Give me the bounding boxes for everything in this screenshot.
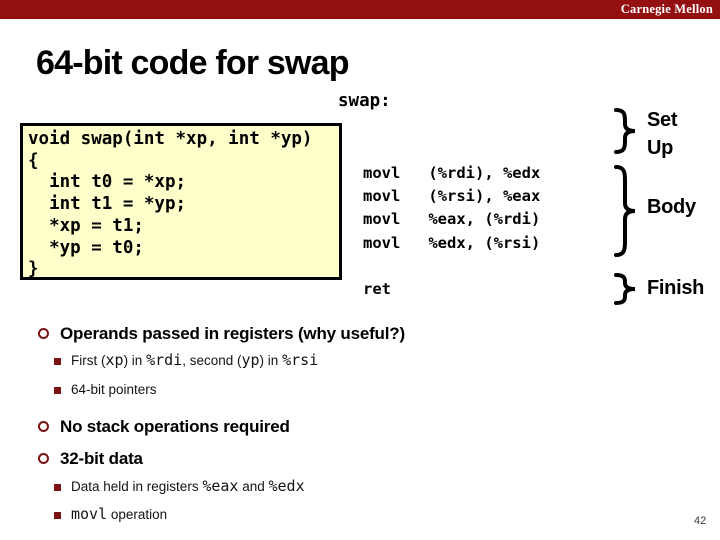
circle-bullet-icon xyxy=(38,328,49,339)
bullet-64bit-pointers: 64-bit pointers xyxy=(54,382,157,397)
bullet-text: No stack operations required xyxy=(60,417,290,436)
square-bullet-icon xyxy=(54,358,61,365)
square-bullet-icon xyxy=(54,387,61,394)
bullet-no-stack: No stack operations required xyxy=(38,417,290,437)
bullet-text: 32-bit data xyxy=(60,449,143,468)
page-number: 42 xyxy=(694,515,707,527)
bullet-first-second-registers: First (xp) in %rdi, second (yp) in %rsi xyxy=(54,353,318,368)
label-set-up: Set Up xyxy=(647,106,678,162)
header-bar: Carnegie Mellon xyxy=(0,0,720,19)
label-finish: Finish xyxy=(647,277,705,299)
brace-body-icon xyxy=(614,165,636,257)
bullet-text: movl operation xyxy=(71,505,168,523)
bullet-text: First (xp) in %rdi, second (yp) in %rsi xyxy=(71,351,319,369)
circle-bullet-icon xyxy=(38,453,49,464)
page-title: 64-bit code for swap xyxy=(36,44,350,82)
square-bullet-icon xyxy=(54,484,61,491)
square-bullet-icon xyxy=(54,512,61,519)
label-body: Body xyxy=(647,196,696,218)
c-code-box: void swap(int *xp, int *yp) { int t0 = *… xyxy=(20,123,342,280)
c-code-text: void swap(int *xp, int *yp) { int t0 = *… xyxy=(28,129,313,280)
brand-text: Carnegie Mellon xyxy=(620,2,713,16)
circle-bullet-icon xyxy=(38,421,49,432)
brace-set-up-icon xyxy=(614,108,636,154)
brace-finish-icon xyxy=(614,273,636,305)
bullet-text: 64-bit pointers xyxy=(71,382,157,397)
label-up: Up xyxy=(647,137,674,159)
bullet-32bit-data: 32-bit data xyxy=(38,449,143,469)
bullet-operands: Operands passed in registers (why useful… xyxy=(38,324,405,344)
asm-function-label: swap: xyxy=(338,91,391,111)
bullet-movl-operation: movl operation xyxy=(54,507,167,522)
label-set: Set xyxy=(647,109,678,131)
bullet-data-registers: Data held in registers %eax and %edx xyxy=(54,479,305,494)
assembly-code: movl (%rdi), %edx movl (%rsi), %eax movl… xyxy=(363,164,541,299)
bullet-text: Operands passed in registers (why useful… xyxy=(60,324,405,343)
bullet-text: Data held in registers %eax and %edx xyxy=(71,477,305,495)
